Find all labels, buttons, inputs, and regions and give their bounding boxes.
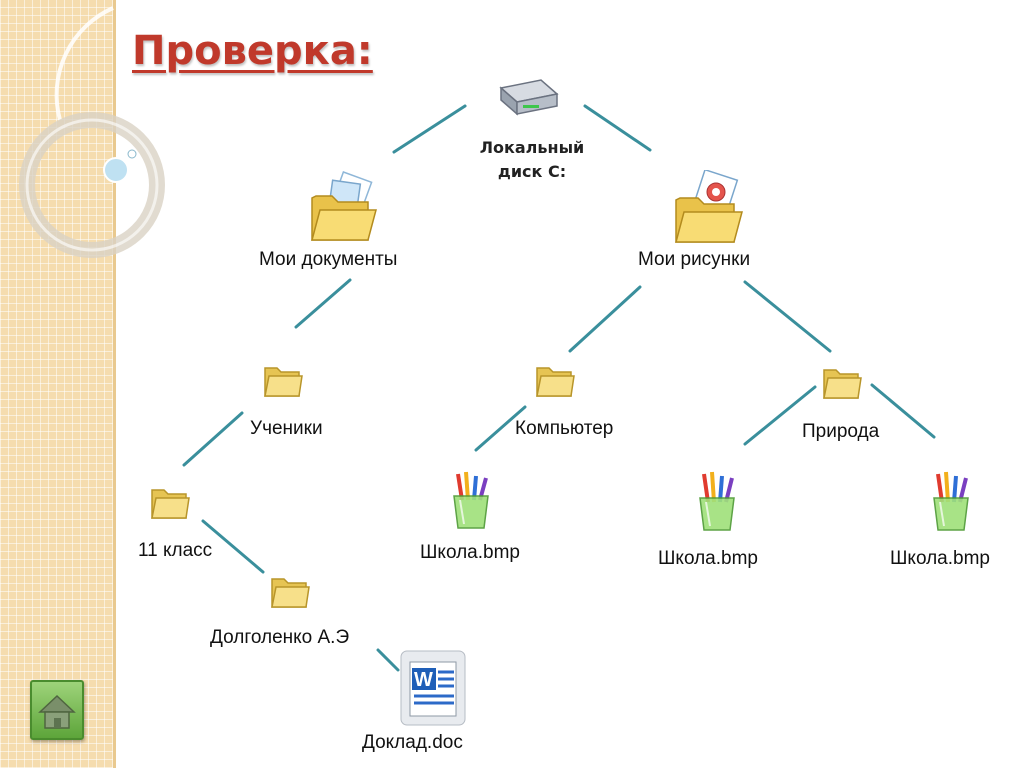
pictures-folder-icon [675, 168, 743, 243]
my-pictures-label: Мои рисунки [638, 249, 751, 270]
page-title: Проверка: [132, 28, 373, 74]
folder-icon [151, 489, 190, 519]
report-file-node[interactable]: W [400, 650, 466, 726]
my-documents-label: Мои документы [259, 249, 398, 270]
decorative-circles [19, 6, 165, 258]
report-label: Доклад.doc [362, 732, 463, 753]
hard-drive-icon [499, 79, 559, 116]
my-documents-node[interactable] [308, 170, 378, 246]
class11-label: 11 класс [138, 540, 213, 561]
folder-icon [264, 367, 303, 397]
link-students-class11 [182, 411, 244, 467]
school-file-node-3[interactable] [930, 470, 972, 534]
svg-text:W: W [414, 669, 433, 691]
school-label-3: Школа.bmp [890, 548, 990, 569]
link-dolgolenko-report [376, 648, 400, 672]
paint-brushes-icon [933, 471, 969, 531]
link-documents-students [294, 278, 352, 329]
link-nature-school3 [870, 383, 936, 439]
class11-folder-node[interactable] [150, 484, 190, 522]
folder-icon [536, 367, 575, 397]
folder-icon [271, 578, 310, 608]
dolgolenko-folder-node[interactable] [270, 573, 310, 611]
paint-brushes-icon [453, 471, 489, 529]
drive-label: Локальный диск С: [470, 136, 594, 184]
drive-label-line2: диск С: [497, 162, 567, 181]
computer-folder-node[interactable] [535, 362, 575, 400]
home-icon [38, 694, 76, 729]
link-pictures-computer [568, 285, 642, 353]
hard-drive-node[interactable] [487, 64, 567, 138]
link-drive-pictures [583, 104, 652, 152]
sidebar-edge [113, 0, 116, 768]
nature-folder-node[interactable] [822, 364, 862, 402]
link-drive-documents [392, 104, 467, 154]
home-button[interactable] [30, 680, 84, 740]
school-label-2: Школа.bmp [658, 548, 758, 569]
school-file-node-2[interactable] [696, 470, 738, 534]
drive-label-line1: Локальный [479, 138, 585, 157]
nature-label: Природа [802, 421, 880, 442]
documents-folder-icon [311, 171, 377, 241]
computer-label: Компьютер [515, 418, 614, 439]
link-pictures-nature [743, 280, 832, 353]
school-file-node-1[interactable] [450, 470, 492, 532]
word-document-icon: W [400, 650, 466, 726]
dolgolenko-label: Долголенко А.Э [210, 627, 350, 648]
school-label-1: Школа.bmp [420, 542, 520, 563]
folder-icon [823, 369, 862, 399]
students-label: Ученики [250, 418, 323, 439]
students-folder-node[interactable] [263, 362, 303, 400]
paint-brushes-icon [699, 471, 735, 531]
my-pictures-node[interactable] [672, 168, 744, 248]
